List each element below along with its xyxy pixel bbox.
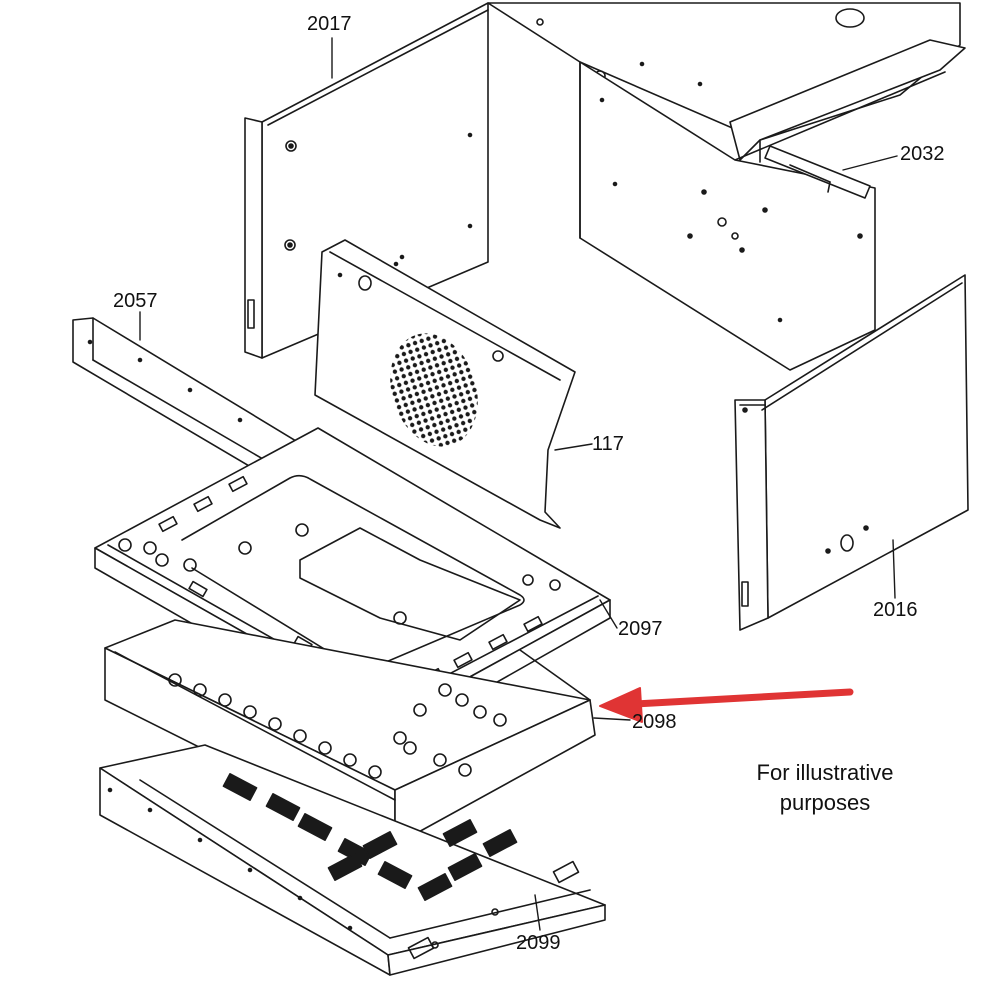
callout-2057: 2057	[113, 290, 158, 312]
part-2032-rear-rail	[764, 145, 871, 199]
callout-2016: 2016	[873, 599, 918, 621]
callout-2099: 2099	[516, 932, 561, 954]
part-2017-top-panel	[487, 2, 966, 163]
leader-lines	[139, 37, 898, 931]
callout-117: 117	[592, 433, 624, 455]
illustrative-note-line-2: purposes	[779, 790, 871, 815]
part-back-panel	[579, 61, 876, 371]
illustrative-note-line-1: For illustrative	[756, 760, 894, 785]
illustrative-note: For illustrative purposes	[720, 758, 930, 818]
part-2017-left-panel	[244, 2, 489, 359]
callout-2097: 2097	[618, 618, 663, 640]
callout-2098: 2098	[632, 711, 677, 733]
part-2016-right-panel	[734, 274, 969, 631]
part-2099-base-frame	[99, 744, 606, 976]
callout-2032: 2032	[900, 143, 945, 165]
part-2098-tray	[104, 619, 596, 846]
callout-2017: 2017	[307, 13, 352, 35]
vent-grille	[390, 333, 478, 447]
highlight-arrow	[599, 687, 854, 723]
